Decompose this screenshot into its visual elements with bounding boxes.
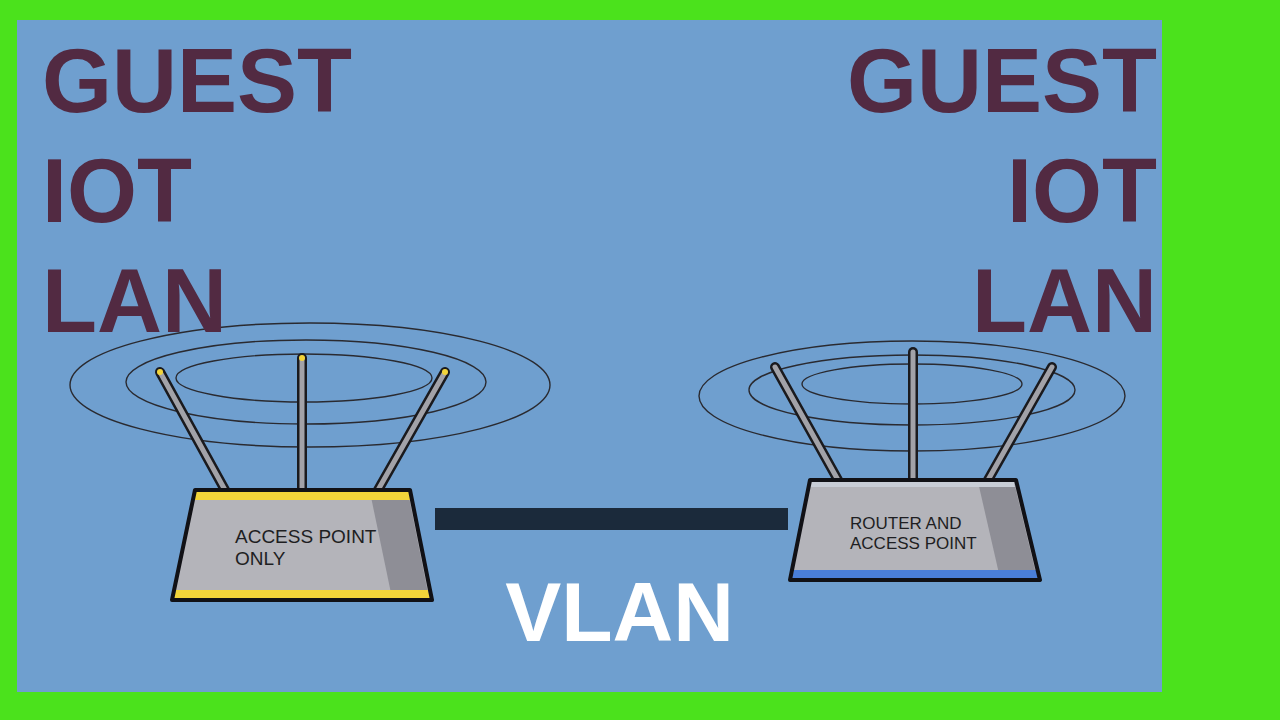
router-box: ROUTER AND ACCESS POINT [788, 476, 1044, 584]
device-label: ROUTER AND ACCESS POINT [850, 514, 980, 553]
edge-label: VLAN [505, 570, 734, 654]
access-point-box: ACCESS POINT ONLY [170, 486, 435, 604]
antennas-left [157, 355, 448, 490]
side-label: GUEST [847, 26, 1157, 136]
antennas-right [775, 352, 1052, 480]
blue-panel [17, 20, 1162, 692]
side-label: IOT [1007, 136, 1157, 246]
side-label: IOT [42, 136, 192, 246]
vlan-link [435, 508, 788, 530]
side-label: LAN [42, 246, 227, 356]
side-label: LAN [972, 246, 1157, 356]
device-label: ACCESS POINT ONLY [235, 526, 385, 570]
side-label: GUEST [42, 26, 352, 136]
